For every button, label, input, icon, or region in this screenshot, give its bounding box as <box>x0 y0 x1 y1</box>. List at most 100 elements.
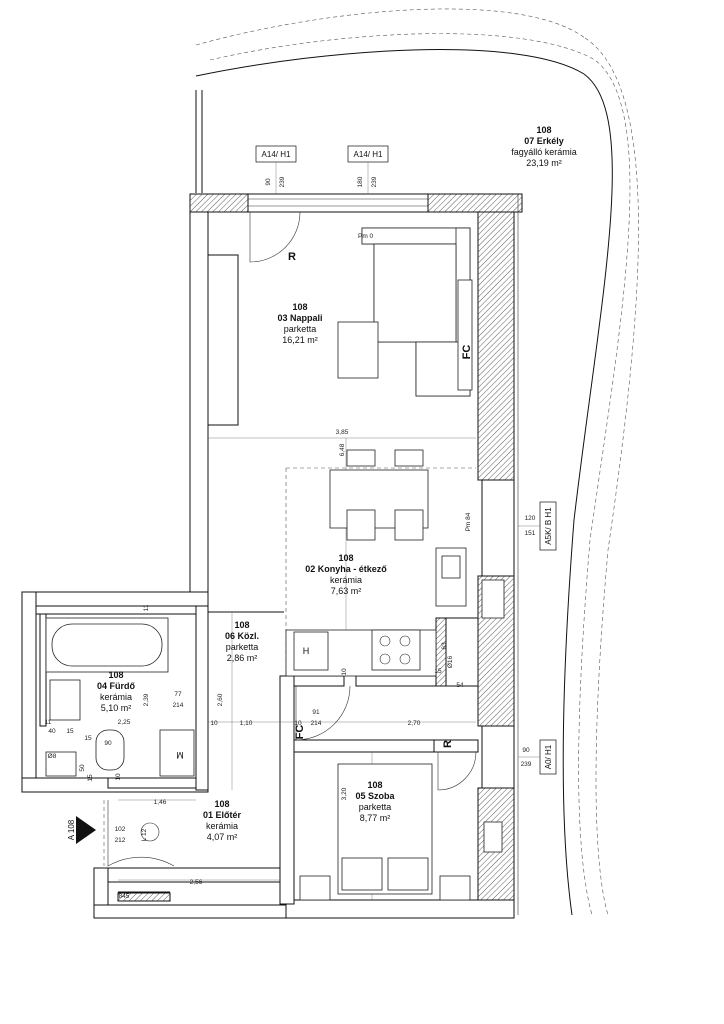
svg-text:50: 50 <box>79 764 86 772</box>
svg-text:91: 91 <box>312 709 320 716</box>
svg-text:11: 11 <box>143 604 150 611</box>
svg-text:54: 54 <box>456 682 464 689</box>
svg-text:6,48: 6,48 <box>339 443 346 456</box>
svg-text:151: 151 <box>525 530 536 537</box>
svg-text:108: 108 <box>367 780 382 790</box>
svg-text:10: 10 <box>341 668 348 676</box>
room-label-erkely: 108 07 Erkély fagyálló kerámia 23,19 m² <box>511 125 577 168</box>
balcony-outline <box>195 8 639 916</box>
svg-text:parketta: parketta <box>359 802 392 812</box>
svg-text:15: 15 <box>66 728 74 735</box>
door-swings <box>107 211 477 902</box>
svg-text:L 12: L 12 <box>141 828 148 841</box>
svg-text:06 Közl.: 06 Közl. <box>225 631 259 641</box>
room-label-szoba: 108 05 Szoba parketta 8,77 m² <box>355 780 395 823</box>
svg-text:02 Konyha - étkező: 02 Konyha - étkező <box>305 564 387 574</box>
svg-text:15: 15 <box>87 774 94 782</box>
svg-text:16,21 m²: 16,21 m² <box>282 335 318 345</box>
svg-text:Pm 84: Pm 84 <box>465 512 472 531</box>
misc-labels: Pm 0 Pm 84 FC FC R R H M 90 L 12 <box>104 233 473 842</box>
svg-text:108: 108 <box>292 302 307 312</box>
svg-text:8,77 m²: 8,77 m² <box>360 813 391 823</box>
svg-text:04 Fürdő: 04 Fürdő <box>97 681 136 691</box>
window-tag-left: A14/ H1 <box>255 145 297 194</box>
svg-text:2,39: 2,39 <box>143 693 150 706</box>
kitchen-furniture <box>285 547 505 677</box>
room-label-eloter: 108 01 Előtér kerámia 4,07 m² <box>203 799 242 842</box>
side-tag-bedroom: A0/ H1 <box>518 739 557 775</box>
svg-text:7,63 m²: 7,63 m² <box>331 586 362 596</box>
svg-text:108: 108 <box>536 125 551 135</box>
svg-text:40: 40 <box>48 728 56 735</box>
svg-text:parketta: parketta <box>284 324 317 334</box>
side-tag-kitchen: A5K/ B H1 <box>518 501 557 551</box>
svg-text:kerámia: kerámia <box>206 821 238 831</box>
svg-text:90: 90 <box>265 178 272 186</box>
svg-text:77: 77 <box>174 691 182 698</box>
svg-text:Ø8: Ø8 <box>48 753 57 760</box>
svg-text:A 108: A 108 <box>67 819 76 840</box>
svg-text:A0/ H1: A0/ H1 <box>544 744 553 769</box>
svg-text:120: 120 <box>525 515 536 522</box>
svg-text:03 Nappali: 03 Nappali <box>277 313 322 323</box>
svg-text:212: 212 <box>115 837 126 844</box>
svg-text:108: 108 <box>338 553 353 563</box>
svg-text:15: 15 <box>434 668 442 675</box>
svg-text:2,70: 2,70 <box>408 720 421 727</box>
bathroom-furniture <box>45 617 195 777</box>
entrance-tag: A 108 <box>67 816 96 844</box>
svg-text:4,07 m²: 4,07 m² <box>207 832 238 842</box>
room-label-kozl: 108 06 Közl. parketta 2,86 m² <box>225 620 259 663</box>
window-tag-right: A14/ H1 <box>347 145 389 194</box>
svg-text:5,10 m²: 5,10 m² <box>101 703 132 713</box>
svg-text:90: 90 <box>522 747 530 754</box>
svg-text:845: 845 <box>119 893 130 900</box>
dining-furniture <box>329 449 429 541</box>
dimension-labels: 90 239 180 239 3,85 6,48 120 151 90 239 … <box>45 176 536 900</box>
svg-text:R: R <box>288 251 296 263</box>
svg-text:10: 10 <box>210 720 218 727</box>
svg-text:1,10: 1,10 <box>240 720 253 727</box>
svg-text:M: M <box>176 750 184 760</box>
svg-text:180: 180 <box>357 176 364 187</box>
svg-text:239: 239 <box>521 761 532 768</box>
svg-text:2,25: 2,25 <box>118 719 131 726</box>
svg-text:1,46: 1,46 <box>154 799 167 806</box>
room-label-nappali: 108 03 Nappali parketta 16,21 m² <box>277 302 322 345</box>
room-label-furdo: 108 04 Fürdő kerámia 5,10 m² <box>97 670 136 713</box>
svg-text:214: 214 <box>311 720 322 727</box>
svg-text:Ø16: Ø16 <box>447 655 454 668</box>
svg-text:parketta: parketta <box>226 642 259 652</box>
svg-text:01 Előtér: 01 Előtér <box>203 810 242 820</box>
svg-text:108: 108 <box>108 670 123 680</box>
room-label-konyha: 108 02 Konyha - étkező kerámia 7,63 m² <box>305 553 387 596</box>
svg-text:07 Erkély: 07 Erkély <box>524 136 564 146</box>
svg-text:FC: FC <box>461 345 473 360</box>
svg-text:Pm 0: Pm 0 <box>358 233 374 240</box>
svg-text:2,60: 2,60 <box>217 693 224 706</box>
svg-text:05 Szoba: 05 Szoba <box>355 791 395 801</box>
living-furniture <box>337 227 473 397</box>
interior-walls <box>35 605 479 905</box>
svg-text:10: 10 <box>294 720 302 727</box>
svg-text:2,86 m²: 2,86 m² <box>227 653 258 663</box>
svg-text:239: 239 <box>279 176 286 187</box>
svg-text:FC: FC <box>294 725 306 740</box>
svg-text:kerámia: kerámia <box>330 575 362 585</box>
svg-text:102: 102 <box>115 826 126 833</box>
svg-text:214: 214 <box>173 702 184 709</box>
exterior-walls <box>21 193 523 919</box>
svg-text:108: 108 <box>214 799 229 809</box>
svg-text:239: 239 <box>371 176 378 187</box>
svg-text:H: H <box>303 646 310 656</box>
svg-text:11: 11 <box>45 719 52 726</box>
svg-text:2,56: 2,56 <box>190 879 203 886</box>
svg-text:kerámia: kerámia <box>100 692 132 702</box>
svg-text:R: R <box>442 740 454 748</box>
svg-text:A14/ H1: A14/ H1 <box>262 150 291 159</box>
svg-text:A14/ H1: A14/ H1 <box>354 150 383 159</box>
svg-text:3,20: 3,20 <box>341 787 348 800</box>
svg-text:63: 63 <box>441 642 448 650</box>
svg-text:23,19 m²: 23,19 m² <box>526 158 562 168</box>
